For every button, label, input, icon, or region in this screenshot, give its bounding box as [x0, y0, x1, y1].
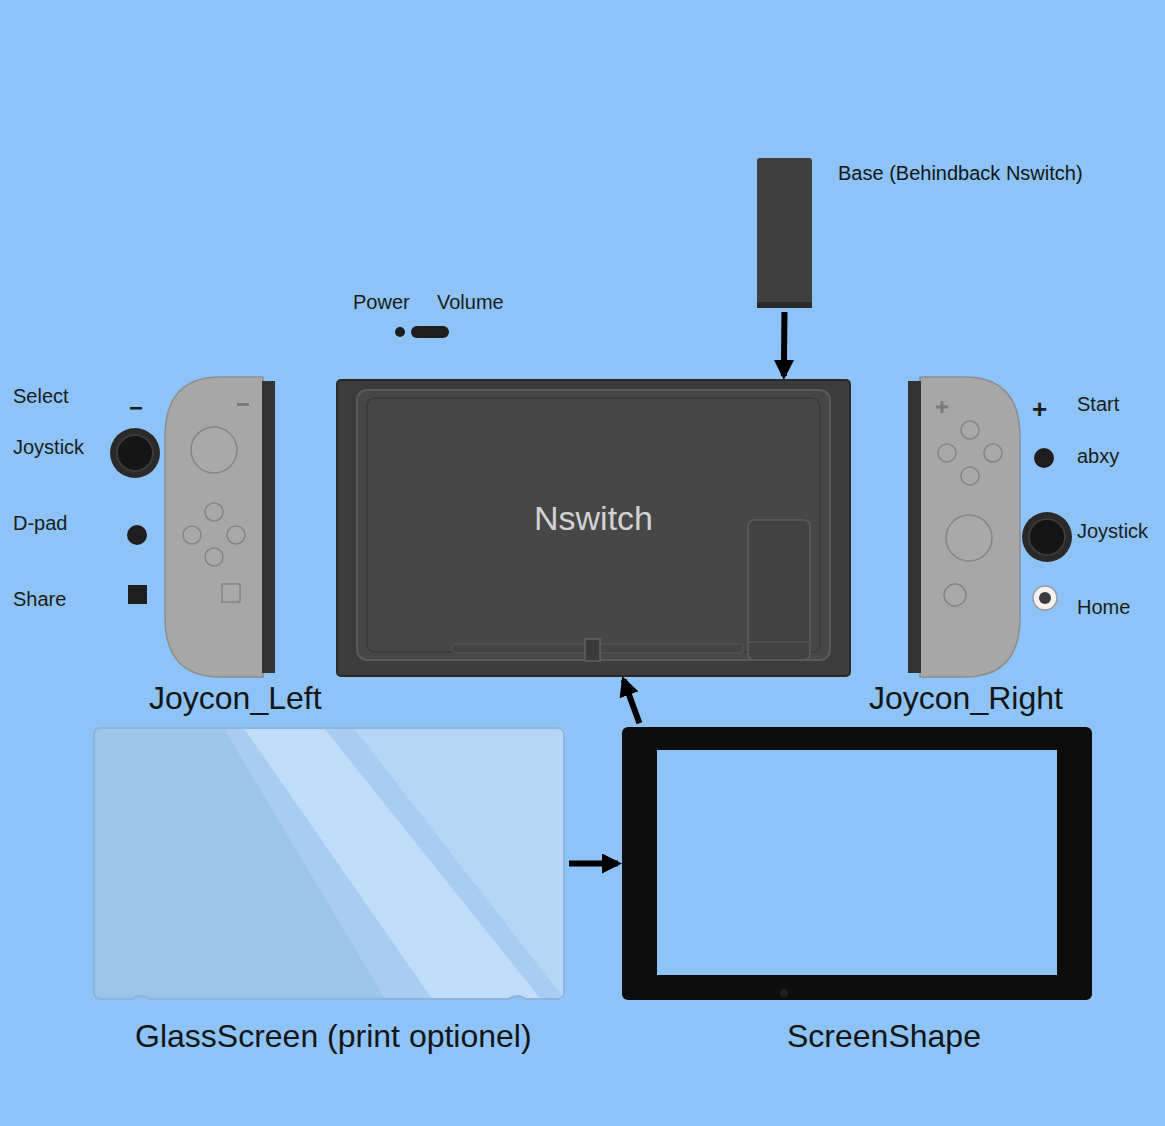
joycon-left-shape: [165, 377, 275, 677]
console-body: Nswitch: [337, 380, 850, 676]
part-label: abxy: [1077, 444, 1119, 468]
dpad-button-icon: [127, 525, 147, 545]
glass-screen-shape: [93, 727, 565, 1000]
glass-screen: GlassScreen (print optionel): [93, 727, 565, 1000]
assembly-arrow: [569, 861, 618, 867]
joycon-right-shape: [908, 377, 1020, 677]
part-name: Joycon_Right: [869, 679, 1063, 717]
right-stick-icon: [1022, 512, 1072, 562]
abxy-button-icon: [1034, 448, 1054, 468]
assembly-arrow: [781, 312, 788, 376]
joycon-right: Joycon_Right: [908, 377, 1020, 677]
left-stick-icon: [110, 428, 160, 478]
screen-shape-shape: [622, 727, 1092, 1000]
part-name: ScreenShape: [787, 1017, 981, 1055]
part-label: Power: [353, 290, 410, 314]
console-title: Nswitch: [534, 498, 653, 539]
part-label: Share: [13, 587, 66, 611]
home-button-icon: [1033, 586, 1057, 610]
power-button-icon: [395, 327, 405, 337]
share-button-icon: [128, 585, 147, 604]
joycon-left: Joycon_Left: [165, 377, 275, 677]
part-label: Volume: [437, 290, 504, 314]
part-label: Joystick: [1077, 519, 1148, 543]
volume-button-icon: [411, 326, 449, 338]
button-symbol: −: [129, 396, 143, 420]
assembly-arrow: [624, 680, 640, 723]
base-part: Base (Behindback Nswitch): [757, 158, 812, 308]
part-label: D-pad: [13, 511, 67, 535]
part-label: Joystick: [13, 435, 84, 459]
button-symbol: +: [1032, 397, 1047, 421]
part-label: Select: [13, 384, 69, 408]
base-part-shape: [757, 158, 812, 308]
screen-shape: ScreenShape: [622, 727, 1092, 1000]
part-name: Base (Behindback Nswitch): [838, 161, 1083, 185]
part-name: Joycon_Left: [149, 679, 322, 717]
part-label: Home: [1077, 595, 1130, 619]
part-label: Start: [1077, 392, 1119, 416]
part-name: GlassScreen (print optionel): [135, 1017, 532, 1055]
